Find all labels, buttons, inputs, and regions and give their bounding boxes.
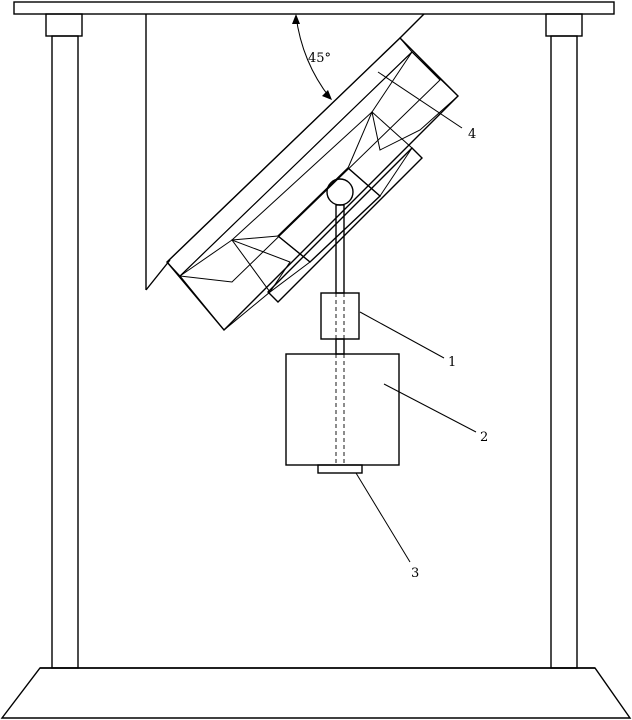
lower-band-right (371, 51, 459, 151)
slot-hatch-left (231, 235, 311, 293)
bottom-plate (317, 464, 363, 474)
base (0, 667, 632, 719)
hanger-bracket (145, 13, 425, 291)
weight-block (285, 353, 400, 466)
callout-2: 2 (480, 430, 488, 445)
outer-block (166, 37, 459, 332)
left-column (51, 35, 79, 669)
lower-band-left (179, 239, 291, 331)
inclined-assembly (166, 37, 459, 332)
angle-indicator: 45° (292, 14, 332, 100)
coupling-block (320, 292, 360, 340)
middle-band (178, 51, 441, 283)
callout-1: 1 (448, 355, 456, 370)
left-column-cap (45, 13, 83, 37)
connecting-rod (335, 204, 345, 294)
ball-joint (326, 178, 354, 206)
leaders (355, 71, 477, 563)
base-plate (267, 147, 423, 303)
right-column-cap (545, 13, 583, 37)
slot-hatch-right (347, 111, 413, 197)
right-column (550, 35, 578, 669)
upper-band (166, 37, 413, 277)
pendulum (285, 178, 400, 474)
callout-4: 4 (468, 127, 476, 142)
angle-label: 45° (308, 51, 331, 66)
callout-3: 3 (411, 566, 419, 581)
top-beam (13, 1, 615, 15)
